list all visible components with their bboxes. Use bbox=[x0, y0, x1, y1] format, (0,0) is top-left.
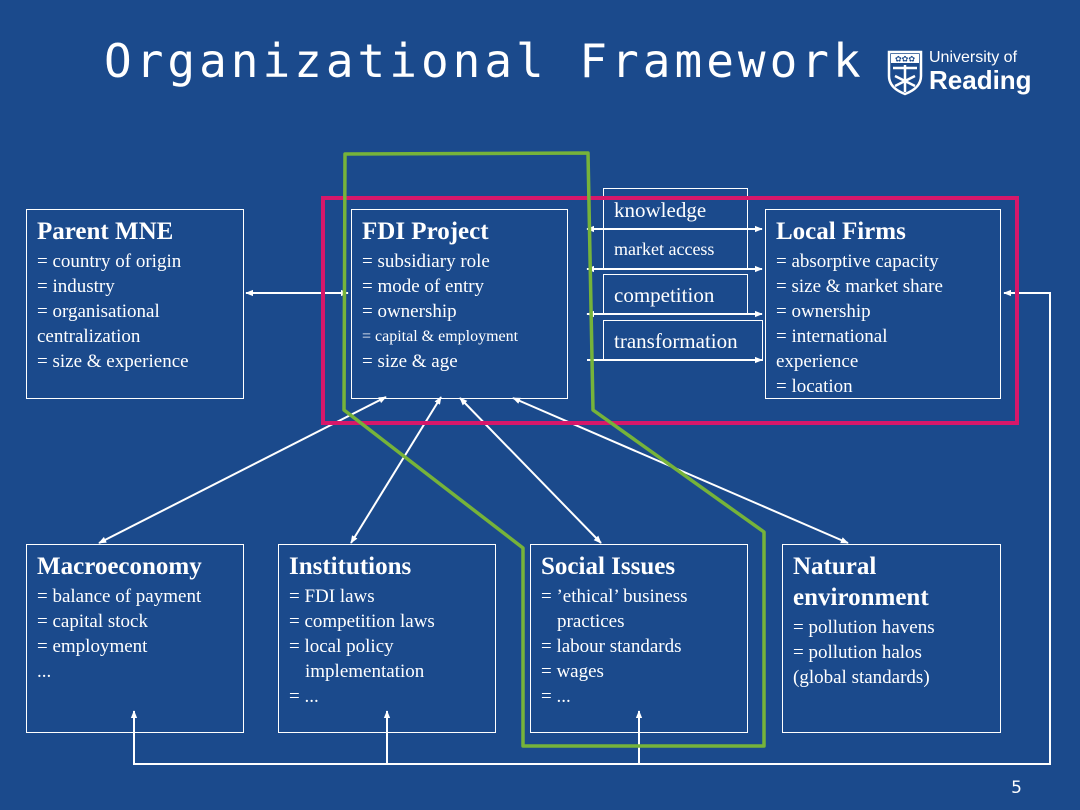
institutions-line: implementation bbox=[305, 661, 425, 682]
parent-mne-line: = size & experience bbox=[37, 351, 189, 372]
parent-mne-line: = industry bbox=[37, 276, 115, 297]
arrow-fdi-institutions bbox=[350, 396, 442, 544]
fdi-project-line: = size & age bbox=[362, 351, 458, 372]
parent-mne-line: = organisational bbox=[37, 301, 160, 322]
macroeconomy-title: Macroeconomy bbox=[37, 553, 202, 580]
macroeconomy-box: Macroeconomy = balance of payment = capi… bbox=[26, 544, 244, 733]
local-firms-line: = size & market share bbox=[776, 276, 943, 297]
social-issues-line: practices bbox=[557, 611, 625, 632]
local-firms-line: = international bbox=[776, 326, 888, 347]
parent-mne-line: = country of origin bbox=[37, 251, 182, 272]
macroeconomy-line: = employment bbox=[37, 636, 148, 657]
university-logo: ✿✿✿ University of Reading bbox=[887, 50, 1032, 98]
fdi-project-line: = capital & employment bbox=[362, 328, 519, 345]
local-firms-title: Local Firms bbox=[776, 218, 906, 245]
institutions-box: Institutions = FDI laws = competition la… bbox=[278, 544, 496, 733]
social-issues-line: = ... bbox=[541, 686, 571, 707]
institutions-line: = FDI laws bbox=[289, 586, 375, 607]
fdi-project-line: = subsidiary role bbox=[362, 251, 490, 272]
logo-text-line1: University of bbox=[929, 49, 1018, 66]
institutions-line: = competition laws bbox=[289, 611, 435, 632]
fdi-project-box: FDI Project = subsidiary role = mode of … bbox=[351, 209, 568, 399]
fdi-project-line: = mode of entry bbox=[362, 276, 485, 297]
svg-text:✿✿✿: ✿✿✿ bbox=[895, 55, 915, 64]
fdi-project-title: FDI Project bbox=[362, 218, 489, 245]
flow-transformation: transformation bbox=[603, 320, 763, 361]
social-issues-title: Social Issues bbox=[541, 553, 676, 580]
parent-mne-title: Parent MNE bbox=[37, 218, 174, 245]
flow-market-access: market access bbox=[603, 229, 748, 269]
slide-title: Organizational Framework bbox=[104, 34, 865, 88]
natural-environment-title-line1: Natural bbox=[793, 553, 877, 580]
parent-mne-box: Parent MNE = country of origin = industr… bbox=[26, 209, 244, 399]
arrow-fdi-macro bbox=[98, 396, 387, 544]
logo-text-line2: Reading bbox=[929, 65, 1032, 95]
institutions-line: = local policy bbox=[289, 636, 394, 657]
local-firms-line: experience bbox=[776, 351, 859, 372]
social-issues-line: = ’ethical’ business bbox=[541, 586, 688, 607]
macroeconomy-line: = balance of payment bbox=[37, 586, 202, 607]
institutions-line: = ... bbox=[289, 686, 319, 707]
local-firms-box: Local Firms = absorptive capacity = size… bbox=[765, 209, 1001, 399]
social-issues-box: Social Issues = ’ethical’ business pract… bbox=[530, 544, 748, 733]
institutions-title: Institutions bbox=[289, 553, 412, 580]
parent-mne-line: centralization bbox=[37, 326, 141, 347]
macroeconomy-line: ... bbox=[37, 661, 52, 682]
flow-knowledge: knowledge bbox=[603, 188, 748, 229]
natural-environment-box: Natural environment = pollution havens =… bbox=[782, 544, 1001, 733]
natural-environment-title: Natural environment bbox=[793, 551, 990, 613]
fdi-project-line: = ownership bbox=[362, 301, 457, 322]
flow-competition: competition bbox=[603, 274, 748, 314]
local-firms-line: = ownership bbox=[776, 301, 871, 322]
local-firms-line: = absorptive capacity bbox=[776, 251, 939, 272]
natural-environment-title-line2: environment bbox=[793, 584, 929, 611]
arrow-fdi-natural bbox=[512, 397, 849, 544]
social-issues-line: = wages bbox=[541, 661, 604, 682]
macroeconomy-line: = capital stock bbox=[37, 611, 148, 632]
natural-environment-line: = pollution havens bbox=[793, 617, 935, 638]
page-number: 5 bbox=[1011, 778, 1022, 798]
local-firms-line: = location bbox=[776, 376, 853, 397]
crest-icon: ✿✿✿ bbox=[887, 50, 923, 96]
natural-environment-line: = pollution halos bbox=[793, 642, 922, 663]
social-issues-line: = labour standards bbox=[541, 636, 682, 657]
arrow-fdi-social bbox=[459, 397, 602, 544]
natural-environment-line: (global standards) bbox=[793, 667, 930, 688]
